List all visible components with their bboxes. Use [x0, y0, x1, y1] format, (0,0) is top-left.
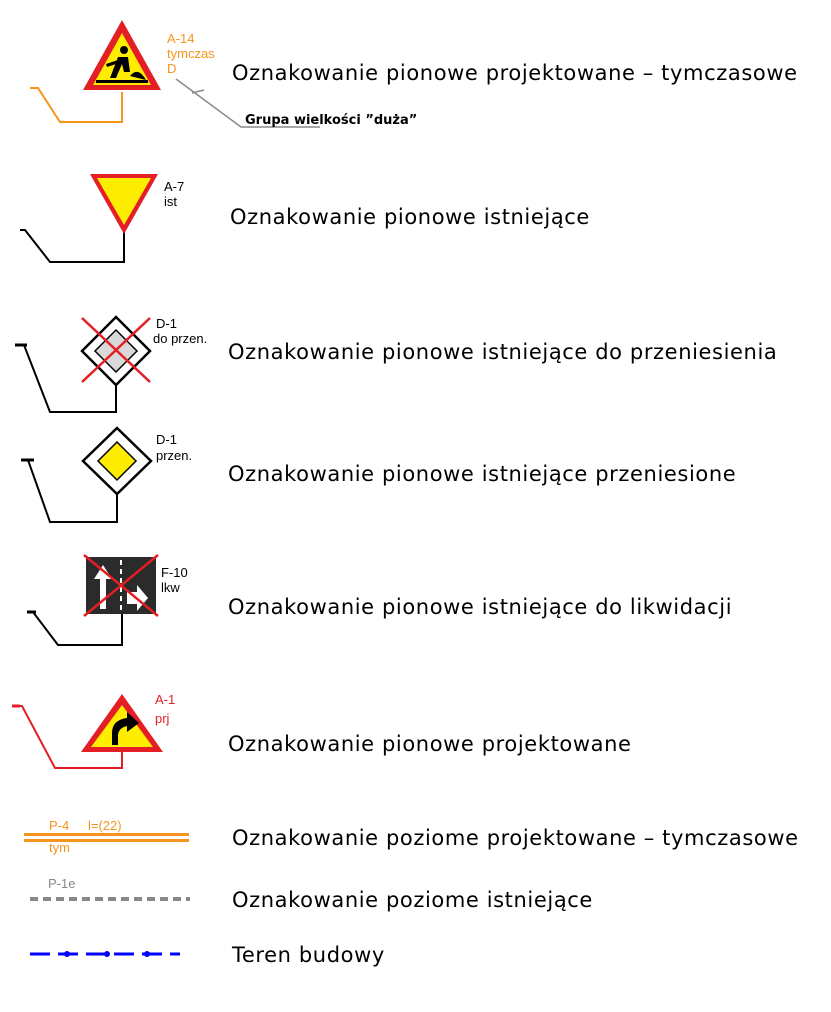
sign-code: D-1: [156, 432, 177, 447]
double-line-marking-icon: [24, 833, 189, 836]
sign-status: przen.: [156, 448, 192, 463]
cross-out-icon: [83, 554, 159, 617]
sign-size-group: D: [167, 61, 176, 76]
row-description: Oznakowanie pionowe projektowane: [228, 732, 632, 756]
leader-line: [30, 611, 123, 646]
priority-road-sign-icon: [81, 426, 153, 496]
row-description: Oznakowanie pionowe projektowane – tymcz…: [232, 61, 798, 85]
row-description: Oznakowanie pionowe istniejące przeniesi…: [228, 462, 736, 486]
row-description: Oznakowanie poziome projektowane – tymcz…: [232, 826, 799, 850]
row-d1-do-przen: D-1 do przen. Oznakowanie pionowe istnie…: [15, 315, 777, 413]
sign-code: F-10: [161, 565, 188, 580]
row-description: Oznakowanie poziome istniejące: [232, 888, 593, 912]
row-p4: P-4 l=(22) tym Oznakowanie poziome proje…: [24, 818, 799, 855]
sign-status: lkw: [161, 580, 180, 595]
row-d1-przen: D-1 przen. Oznakowanie pionowe istniejąc…: [21, 426, 736, 523]
row-description: Teren budowy: [231, 943, 385, 967]
leader-line: [20, 229, 125, 263]
size-group-note: Grupa wielkości ”duża”: [245, 113, 417, 128]
marking-width: l=(22): [88, 818, 122, 833]
roadworks-sign-icon: [83, 20, 161, 90]
sign-code: A-1: [155, 692, 175, 707]
sign-status: tymczas: [167, 46, 215, 61]
sign-code: A-7: [164, 179, 184, 194]
row-a1: A-1 prj Oznakowanie pionowe projektowane: [12, 692, 632, 769]
row-description: Oznakowanie pionowe istniejące: [230, 205, 590, 229]
yield-sign-icon: [90, 174, 158, 234]
leader-line: [30, 87, 123, 123]
cross-out-icon: [81, 317, 151, 383]
row-p1e: P-1e Oznakowanie poziome istniejące: [30, 876, 593, 912]
row-description: Oznakowanie pionowe istniejące do przeni…: [228, 340, 777, 364]
sign-code: D-1: [156, 316, 177, 331]
row-a7: A-7 ist Oznakowanie pionowe istniejące: [20, 174, 590, 263]
row-a14: A-14 tymczas D Oznakowanie pionowe proje…: [30, 20, 798, 128]
sign-code: A-14: [167, 31, 194, 46]
curve-warning-sign-icon: [81, 694, 163, 752]
sign-status: prj: [155, 711, 170, 726]
sign-status: ist: [164, 194, 177, 209]
row-teren-budowy: Teren budowy: [30, 943, 385, 967]
marking-code: P-4: [49, 818, 69, 833]
size-group-leader: [175, 78, 320, 128]
marking-code: P-1e: [48, 876, 75, 891]
row-description: Oznakowanie pionowe istniejące do likwid…: [228, 595, 732, 619]
marking-status: tym: [49, 840, 70, 855]
sign-status: do przen.: [153, 331, 207, 346]
row-f10: F-10 lkw Oznakowanie pionowe istniejące …: [27, 554, 732, 646]
